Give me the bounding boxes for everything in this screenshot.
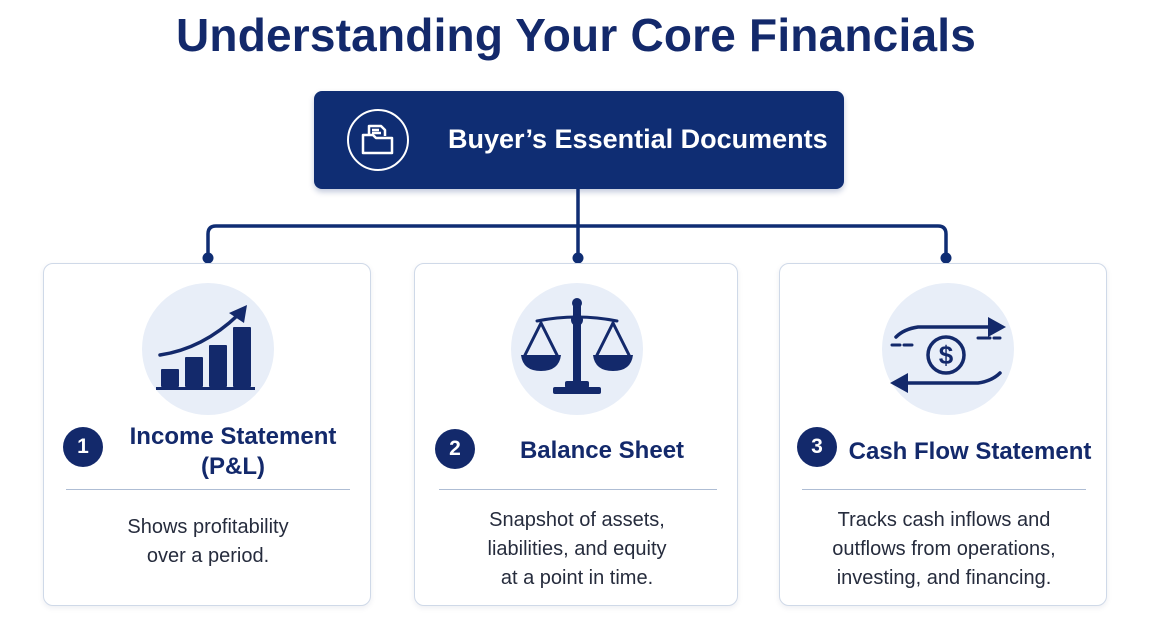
card-cash-flow-statement: $ 3 Cash Flow Statement Tracks cash infl… [779, 263, 1107, 606]
card-title-line: Income Statement [129, 423, 337, 450]
card-income-statement: 1 Income Statement (P&L) Shows profitabi… [43, 263, 371, 606]
growth-chart-icon [142, 283, 274, 415]
page-title: Understanding Your Core Financials [175, 9, 976, 61]
card-description-line: over a period. [146, 545, 270, 567]
hub-box: Buyer’s Essential Documents [314, 91, 844, 189]
card-description-line: Shows profitability [127, 516, 289, 538]
card-title: Balance Sheet [519, 437, 685, 464]
card-description-line: Tracks cash inflows and [837, 509, 1051, 531]
step-number-badge: 1 [63, 427, 103, 467]
card-description-line: Snapshot of assets, [489, 509, 665, 531]
card-divider [802, 489, 1086, 490]
hub-label: Buyer’s Essential Documents [448, 124, 828, 154]
card-balance-sheet: 2 Balance Sheet Snapshot of assets, liab… [414, 263, 738, 606]
card-description-line: at a point in time. [500, 567, 654, 589]
svg-text:$: $ [939, 340, 954, 370]
card-description-line: outflows from operations, [832, 538, 1056, 560]
cash-flow-icon: $ [882, 283, 1014, 415]
card-description: Snapshot of assets, liabilities, and equ… [415, 506, 739, 593]
step-number-badge: 3 [797, 427, 837, 467]
card-description: Shows profitability over a period. [44, 513, 372, 571]
card-title: Cash Flow Statement [848, 438, 1092, 465]
step-number-badge: 2 [435, 429, 475, 469]
card-divider [439, 489, 717, 490]
card-title: Income Statement (P&L) [108, 422, 358, 482]
card-description-line: liabilities, and equity [487, 538, 667, 560]
card-title-line: (P&L) [201, 453, 265, 480]
balance-scale-icon [511, 283, 643, 415]
card-description: Tracks cash inflows and outflows from op… [780, 506, 1108, 593]
card-description-line: investing, and financing. [836, 567, 1052, 589]
card-divider [66, 489, 350, 490]
folder-document-icon [347, 109, 409, 171]
